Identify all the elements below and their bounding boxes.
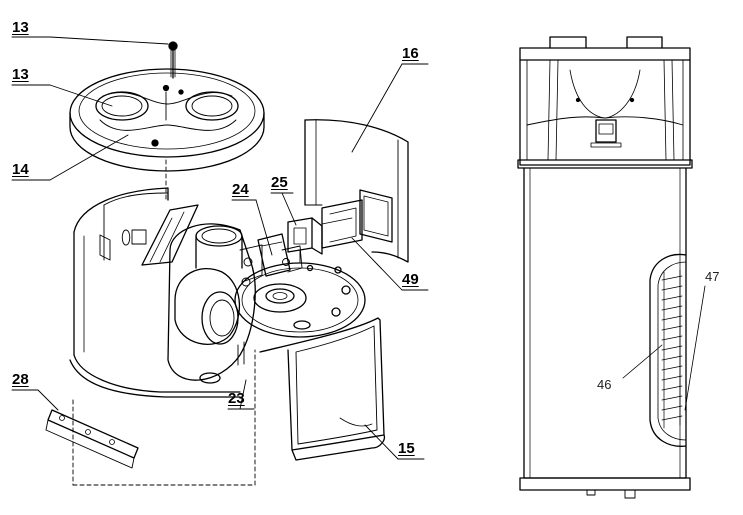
callout-leaders — [11, 36, 429, 460]
callout-47: 47 — [705, 269, 720, 284]
component-24 — [257, 233, 303, 277]
callout-13-lid-screw: 13 — [12, 66, 29, 83]
rear-panel-16 — [304, 119, 409, 263]
top-lid-14 — [69, 68, 265, 172]
component-25 — [287, 217, 323, 263]
callout-13-screw: 13 — [12, 19, 29, 36]
frame-49 — [321, 199, 363, 249]
unit-housing — [69, 187, 263, 398]
assembled-unit — [517, 36, 706, 499]
callout-15: 15 — [398, 440, 415, 457]
callout-46: 46 — [597, 377, 612, 392]
bracket-28 — [45, 409, 139, 469]
callout-28: 28 — [12, 371, 29, 388]
callout-25: 25 — [271, 174, 288, 191]
callout-16: 16 — [402, 45, 419, 62]
callout-14: 14 — [12, 161, 29, 178]
front-panel-15 — [259, 317, 386, 461]
callout-24: 24 — [232, 181, 249, 198]
screw-13 — [168, 41, 178, 79]
heating-coil — [661, 269, 683, 429]
callout-23: 23 — [228, 390, 245, 407]
assembly-guide-lines — [72, 159, 256, 486]
callout-49: 49 — [402, 271, 419, 288]
base-plate — [234, 262, 366, 338]
